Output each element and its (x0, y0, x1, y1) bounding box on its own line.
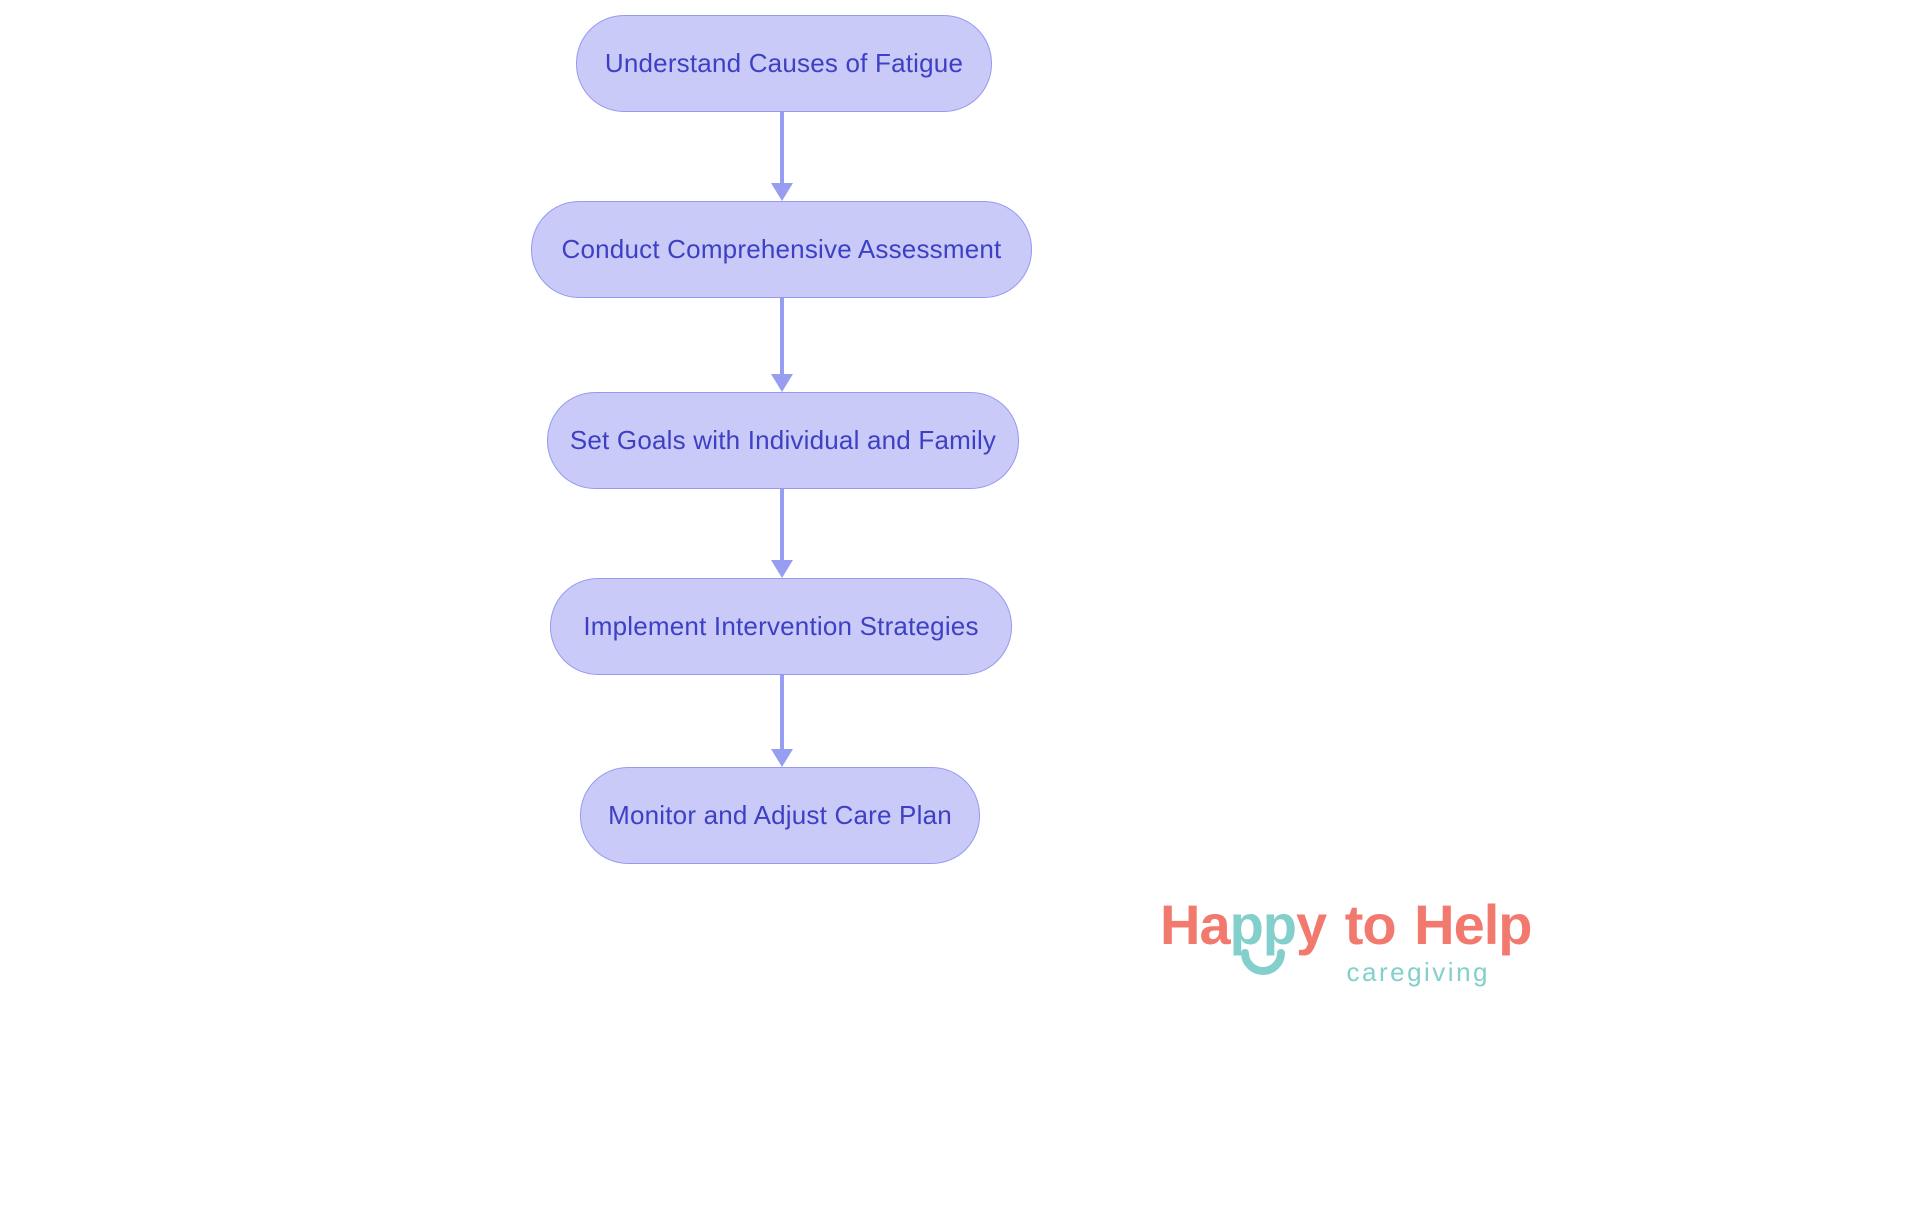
flowchart-node-5: Monitor and Adjust Care Plan (580, 767, 980, 864)
node-3-label: Set Goals with Individual and Family (569, 425, 997, 455)
flow-arrow-4 (771, 675, 793, 767)
logo-wordmark-segment: y to Help (1296, 893, 1532, 956)
flow-arrow-2 (771, 298, 793, 392)
arrow-down-icon (771, 374, 793, 392)
logo-wordmark-segment: pp (1229, 893, 1297, 956)
flowchart-node-3: Set Goals with Individual and Family (547, 392, 1019, 489)
arrow-line (780, 489, 784, 560)
node-4-label: Implement Intervention Strategies (583, 611, 979, 641)
flow-arrow-3 (771, 489, 793, 578)
arrow-line (780, 675, 784, 749)
arrow-line (780, 112, 784, 183)
logo-tagline: caregiving (1346, 957, 1490, 988)
flowchart-node-2: Conduct Comprehensive Assessment (531, 201, 1032, 298)
node-2-label: Conduct Comprehensive Assessment (561, 234, 1002, 264)
flowchart-node-1: Understand Causes of Fatigue (576, 15, 992, 112)
flowchart-node-4: Implement Intervention Strategies (550, 578, 1012, 675)
logo-wordmark-segment: Ha (1160, 893, 1231, 956)
flow-arrow-1 (771, 112, 793, 201)
smile-icon (1240, 949, 1285, 975)
arrow-down-icon (771, 183, 793, 201)
arrow-down-icon (771, 749, 793, 767)
node-1-label: Understand Causes of Fatigue (604, 48, 964, 78)
arrow-line (780, 298, 784, 374)
node-5-label: Monitor and Adjust Care Plan (608, 800, 952, 830)
arrow-down-icon (771, 560, 793, 578)
